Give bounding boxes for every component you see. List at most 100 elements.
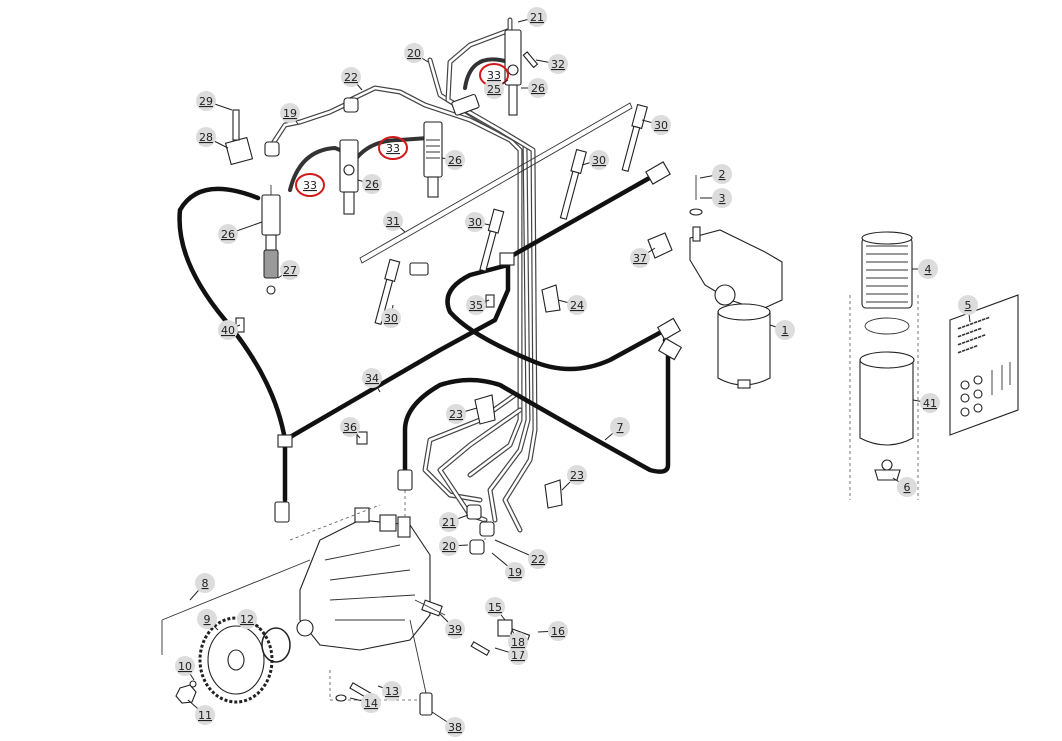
callout-bubble bbox=[218, 320, 238, 340]
callout-label: 30 bbox=[468, 216, 482, 229]
callout-bubble bbox=[404, 43, 424, 63]
callout-12: 12 bbox=[237, 609, 263, 631]
callout-label: 38 bbox=[448, 721, 462, 734]
callout-bubble bbox=[196, 91, 216, 111]
callout-26: 26 bbox=[218, 221, 263, 244]
callout-label: 12 bbox=[240, 613, 254, 626]
callout-bubble bbox=[567, 295, 587, 315]
callout-bubble bbox=[439, 536, 459, 556]
callout-label: 25 bbox=[487, 83, 501, 96]
callout-label: 33 bbox=[386, 142, 400, 155]
callout-label: 37 bbox=[633, 252, 647, 265]
callout-label: 10 bbox=[178, 660, 192, 673]
callout-25: 25 bbox=[484, 79, 509, 99]
callout-label: 40 bbox=[221, 324, 235, 337]
callout-6: 6 bbox=[892, 477, 917, 497]
callout-bubble bbox=[712, 188, 732, 208]
callout-40: 40 bbox=[218, 320, 241, 340]
callout-33: 33 bbox=[303, 179, 317, 192]
callout-bubble bbox=[527, 7, 547, 27]
injector-top bbox=[504, 29, 522, 116]
callout-label: 17 bbox=[511, 649, 525, 662]
callout-13: 13 bbox=[377, 681, 402, 701]
callout-bubble bbox=[466, 295, 486, 315]
callout-bubble bbox=[651, 115, 671, 135]
callout-29: 29 bbox=[196, 91, 233, 111]
callout-label: 11 bbox=[198, 709, 212, 722]
callout-bubble bbox=[218, 224, 238, 244]
callout-32: 32 bbox=[535, 54, 568, 74]
callout-label: 19 bbox=[508, 566, 522, 579]
fuel-hoses bbox=[177, 169, 671, 503]
callout-label: 26 bbox=[365, 178, 379, 191]
callout-bubble bbox=[897, 477, 917, 497]
fuel-filter-head bbox=[689, 175, 783, 311]
callout-bubble bbox=[196, 127, 216, 147]
callout-label: 33 bbox=[487, 69, 501, 82]
service-card: ▬▬▬▬▬▬▬▬ ▬▬▬▬▬▬ ▬▬▬▬▬▬▬ ▬▬▬▬▬ bbox=[949, 294, 1019, 436]
callout-bubble bbox=[280, 260, 300, 280]
callout-3: 3 bbox=[700, 188, 732, 208]
bracket-37 bbox=[647, 232, 673, 259]
callout-33: 33 bbox=[487, 69, 501, 82]
callout-bubble bbox=[341, 67, 361, 87]
callout-label: 30 bbox=[654, 119, 668, 132]
callout-22: 22 bbox=[341, 67, 363, 91]
callout-33: 33 bbox=[386, 142, 400, 155]
callout-label: 8 bbox=[202, 577, 209, 590]
callout-20: 20 bbox=[439, 536, 469, 556]
callout-30: 30 bbox=[581, 150, 609, 170]
o-ring-12 bbox=[261, 627, 291, 663]
glow-plug-busbar bbox=[359, 102, 633, 276]
callout-bubble bbox=[237, 609, 257, 629]
callout-label: 22 bbox=[531, 553, 545, 566]
callout-label: 32 bbox=[551, 58, 565, 71]
callout-label: 35 bbox=[469, 299, 483, 312]
highlight-rings bbox=[295, 63, 509, 197]
callout-bubble bbox=[567, 465, 587, 485]
callout-19: 19 bbox=[491, 552, 525, 582]
callout-4: 4 bbox=[912, 259, 938, 279]
callout-bubble bbox=[528, 549, 548, 569]
callout-7: 7 bbox=[604, 417, 630, 441]
callout-bubble bbox=[548, 54, 568, 74]
high-pressure-pipes bbox=[267, 17, 538, 533]
callout-bubble bbox=[439, 512, 459, 532]
callout-label: 3 bbox=[719, 192, 726, 205]
callout-label: 22 bbox=[344, 71, 358, 84]
callout-label: 7 bbox=[617, 421, 624, 434]
callout-bubble bbox=[195, 705, 215, 725]
callout-bubble bbox=[465, 212, 485, 232]
callout-label: 23 bbox=[449, 408, 463, 421]
callout-14: 14 bbox=[349, 693, 381, 713]
callout-bubble bbox=[445, 150, 465, 170]
callout-label: 36 bbox=[343, 421, 357, 434]
callout-bubble bbox=[918, 259, 938, 279]
callout-label: 2 bbox=[719, 168, 726, 181]
callout-label: 21 bbox=[442, 516, 456, 529]
callout-1: 1 bbox=[769, 320, 795, 340]
filter-element bbox=[861, 231, 913, 335]
injector-center bbox=[339, 139, 359, 215]
nut-11 bbox=[175, 684, 197, 704]
callout-bubble bbox=[505, 562, 525, 582]
callout-bubble bbox=[195, 573, 215, 593]
callout-bubble bbox=[445, 717, 465, 737]
callout-bubble bbox=[340, 417, 360, 437]
callout-8: 8 bbox=[189, 573, 215, 601]
callout-bubble bbox=[362, 174, 382, 194]
callout-10: 10 bbox=[175, 656, 195, 681]
callout-label: 13 bbox=[385, 685, 399, 698]
callout-37: 37 bbox=[630, 247, 656, 268]
callout-34: 34 bbox=[362, 368, 382, 393]
callout-30: 30 bbox=[641, 115, 671, 135]
callout-label: 16 bbox=[551, 625, 565, 638]
callout-41: 41 bbox=[912, 393, 940, 413]
callout-label: 33 bbox=[303, 179, 317, 192]
injection-pump bbox=[296, 507, 431, 651]
glow-plugs bbox=[374, 103, 648, 326]
callout-label: 27 bbox=[283, 264, 297, 277]
callout-bubble bbox=[361, 693, 381, 713]
gear bbox=[198, 616, 274, 704]
callout-label: 20 bbox=[442, 540, 456, 553]
